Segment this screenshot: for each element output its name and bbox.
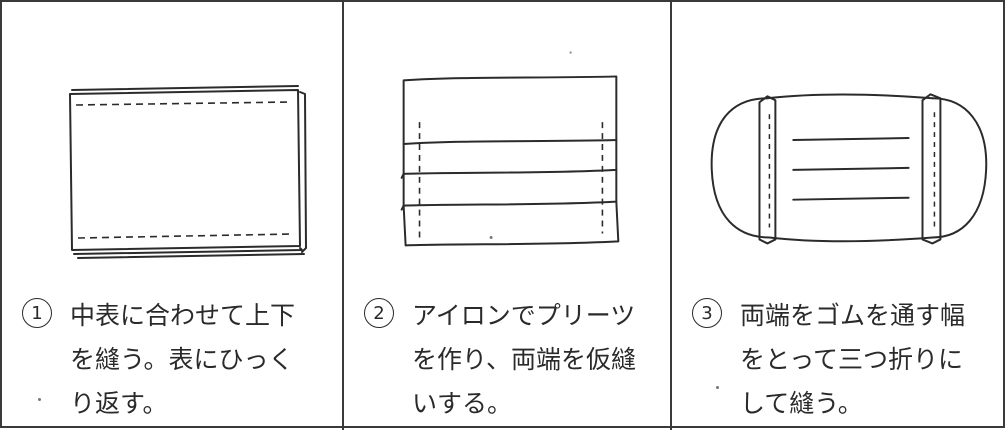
fabric-side-fold: [299, 91, 307, 253]
pleat-tuck-left-2: [400, 204, 405, 211]
fabric-top-edge: [71, 85, 299, 91]
step-panel-3: 3 両端をゴムを通す幅 をとって三つ折りに して縫う。: [670, 2, 1005, 430]
step-2-line-2: を作り、両端を仮縫: [412, 345, 637, 374]
top-stitch-line: [75, 101, 293, 106]
step-2-illustration: [344, 2, 670, 292]
step-2-caption: 2 アイロンでプリーツ を作り、両端を仮縫 いする。: [344, 294, 670, 430]
scan-speck: [38, 398, 41, 401]
pleat-line-3: [792, 196, 910, 201]
pleat-band-3: [402, 168, 618, 207]
step-3-line-1: 両端をゴムを通す幅: [740, 301, 966, 330]
left-hem-channel: [758, 95, 777, 245]
pleat-line-2: [792, 166, 910, 171]
mask-top-edge: [766, 93, 934, 100]
pleat-band-1: [402, 75, 618, 146]
mask-bottom-edge: [768, 236, 934, 243]
scan-speck: [489, 235, 493, 239]
pleat-band-2: [402, 139, 618, 175]
right-ear-loop: [931, 97, 988, 239]
step-1-number: 1: [22, 298, 52, 328]
pleated-fabric-drawing: [400, 51, 620, 247]
scan-speck: [569, 51, 572, 54]
step-1-line-3: り返す。: [70, 389, 168, 418]
right-hem-channel: [921, 93, 942, 245]
step-3-illustration: [672, 2, 1005, 292]
step-3-line-2: をとって三つ折りに: [740, 345, 964, 374]
step-1-illustration: [2, 2, 342, 292]
fabric-outline-front: [69, 89, 301, 251]
bottom-stitch-line: [77, 233, 295, 239]
fabric-under-edge: [77, 253, 305, 259]
step-1-line-2: を縫う。表にひっく: [70, 345, 294, 374]
step-2-line-1: アイロンでプリーツ: [412, 301, 636, 330]
finished-mask-drawing: [710, 93, 988, 245]
step-3-number: 3: [692, 298, 722, 328]
step-2-line-3: いする。: [412, 389, 513, 418]
step-1-line-1: 中表に合わせて上下: [70, 301, 296, 330]
folded-fabric-drawing: [69, 85, 307, 259]
pleat-tuck-left: [400, 172, 405, 179]
step-2-number: 2: [364, 298, 394, 328]
step-3-line-3: して縫う。: [740, 389, 863, 418]
scan-speck: [716, 386, 719, 389]
left-ear-loop: [710, 97, 771, 239]
pleat-line-1: [792, 137, 910, 142]
step-panel-2: 2 アイロンでプリーツ を作り、両端を仮縫 いする。: [342, 2, 670, 430]
step-1-caption: 1 中表に合わせて上下 を縫う。表にひっく り返す。: [2, 294, 342, 430]
step-3-caption: 3 両端をゴムを通す幅 をとって三つ折りに して縫う。: [672, 294, 1005, 430]
pleat-band-4: [402, 200, 620, 247]
step-panel-1: 1 中表に合わせて上下 を縫う。表にひっく り返す。: [2, 2, 342, 430]
fabric-bottom-edge: [73, 247, 303, 255]
